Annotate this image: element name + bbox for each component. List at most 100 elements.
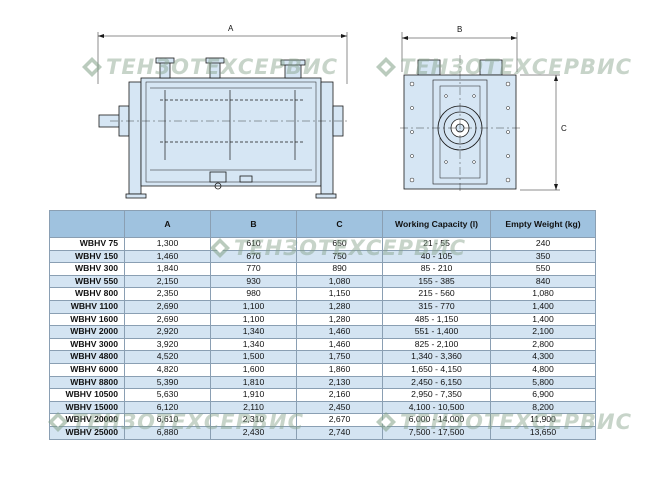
table-cell: 1,150 xyxy=(296,287,383,301)
table-cell: 825 - 2,100 xyxy=(382,337,491,352)
table-cell: 2,690 xyxy=(124,312,211,327)
technical-drawings xyxy=(97,32,560,199)
table-cell: 1,460 xyxy=(296,337,383,352)
model-cell: WBHV 800 xyxy=(49,287,125,301)
table-cell: 6,880 xyxy=(124,425,211,440)
table-cell: 2,160 xyxy=(296,388,383,402)
table-cell: 1,750 xyxy=(296,350,383,364)
model-cell: WBHV 2000 xyxy=(49,325,125,339)
column-header: A xyxy=(124,210,211,238)
table-cell: 1,340 xyxy=(210,337,297,352)
table-cell: 1,460 xyxy=(124,249,211,264)
table-cell: 4,100 - 10,500 xyxy=(382,400,491,415)
table-cell: 2,350 xyxy=(124,287,211,301)
table-cell: 4,300 xyxy=(490,350,596,364)
table-cell: 215 - 560 xyxy=(382,287,491,301)
table-cell: 1,340 xyxy=(210,325,297,339)
table-cell: 6,900 xyxy=(490,388,596,402)
table-cell: 5,630 xyxy=(124,388,211,402)
table-cell: 1,300 xyxy=(124,237,211,251)
table-cell: 1,860 xyxy=(296,362,383,377)
column-header: Empty Weight (kg) xyxy=(490,210,596,238)
dimension-label-b: B xyxy=(457,25,463,34)
table-cell: 1,400 xyxy=(490,299,596,314)
model-cell: WBHV 4800 xyxy=(49,350,125,364)
model-cell: WBHV 300 xyxy=(49,262,125,276)
table-cell: 2,310 xyxy=(210,413,297,427)
table-cell: 6,120 xyxy=(124,400,211,415)
model-cell: WBHV 3000 xyxy=(49,337,125,352)
model-cell: WBHV 15000 xyxy=(49,400,125,415)
table-cell: 2,150 xyxy=(124,274,211,289)
table-cell: 1,280 xyxy=(296,299,383,314)
table-cell: 350 xyxy=(490,249,596,264)
table-cell: 1,340 - 3,360 xyxy=(382,350,491,364)
table-cell: 155 - 385 xyxy=(382,274,491,289)
table-cell: 5,390 xyxy=(124,375,211,390)
table-cell: 21 - 55 xyxy=(382,237,491,251)
table-cell: 11,900 xyxy=(490,413,596,427)
table-cell: 2,430 xyxy=(210,425,297,440)
table-cell: 1,100 xyxy=(210,312,297,327)
model-cell: WBHV 6000 xyxy=(49,362,125,377)
column-header: Working Capacity (l) xyxy=(382,210,491,238)
table-cell: 2,110 xyxy=(210,400,297,415)
model-cell: WBHV 1100 xyxy=(49,299,125,314)
table-cell: 40 - 105 xyxy=(382,249,491,264)
table-cell: 2,670 xyxy=(296,413,383,427)
table-cell: 5,800 xyxy=(490,375,596,390)
table-cell: 6,000 - 14,000 xyxy=(382,413,491,427)
table-cell: 2,920 xyxy=(124,325,211,339)
model-cell: WBHV 150 xyxy=(49,249,125,264)
table-cell: 551 - 1,400 xyxy=(382,325,491,339)
table-cell: 610 xyxy=(210,237,297,251)
table-cell: 770 xyxy=(210,262,297,276)
dimension-label-c: C xyxy=(561,124,567,133)
table-cell: 1,810 xyxy=(210,375,297,390)
table-cell: 315 - 770 xyxy=(382,299,491,314)
model-cell: WBHV 1600 xyxy=(49,312,125,327)
column-header xyxy=(49,210,125,238)
table-cell: 6,610 xyxy=(124,413,211,427)
front-view-drawing xyxy=(97,32,350,199)
table-cell: 980 xyxy=(210,287,297,301)
table-cell: 2,450 xyxy=(296,400,383,415)
model-cell: WBHV 10500 xyxy=(49,388,125,402)
table-cell: 13,650 xyxy=(490,425,596,440)
table-cell: 1,840 xyxy=(124,262,211,276)
model-cell: WBHV 8800 xyxy=(49,375,125,390)
table-cell: 7,500 - 17,500 xyxy=(382,425,491,440)
table-cell: 1,910 xyxy=(210,388,297,402)
table-cell: 4,800 xyxy=(490,362,596,377)
model-cell: WBHV 25000 xyxy=(49,425,125,440)
table-cell: 240 xyxy=(490,237,596,251)
table-cell: 2,130 xyxy=(296,375,383,390)
table-cell: 1,280 xyxy=(296,312,383,327)
dimension-label-a: A xyxy=(228,24,234,33)
table-cell: 1,080 xyxy=(296,274,383,289)
table-cell: 550 xyxy=(490,262,596,276)
table-cell: 890 xyxy=(296,262,383,276)
table-cell: 670 xyxy=(210,249,297,264)
table-cell: 1,400 xyxy=(490,312,596,327)
table-cell: 4,520 xyxy=(124,350,211,364)
table-cell: 2,690 xyxy=(124,299,211,314)
table-cell: 8,200 xyxy=(490,400,596,415)
table-cell: 2,800 xyxy=(490,337,596,352)
model-cell: WBHV 550 xyxy=(49,274,125,289)
